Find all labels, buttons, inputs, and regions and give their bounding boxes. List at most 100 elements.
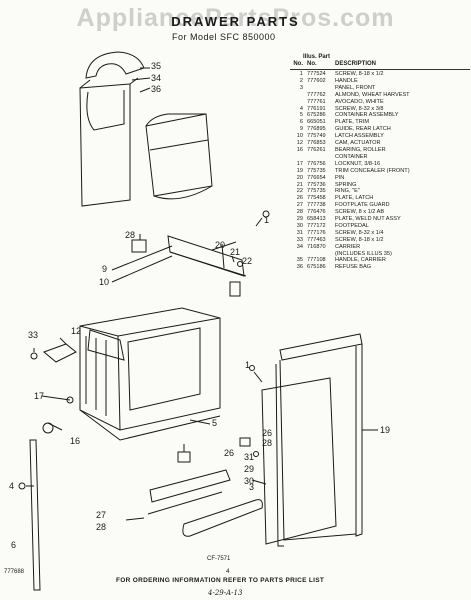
cell-description: HANDLE <box>335 77 358 84</box>
cell-part-no: 777108 <box>307 257 326 264</box>
cell-part-no: 775735 <box>307 188 326 195</box>
cell-illus-no: 34 <box>296 243 303 250</box>
callout-22: 22 <box>242 256 253 266</box>
cell-part-no <box>307 251 335 258</box>
cell-description: GUIDE, REAR LATCH <box>335 126 391 133</box>
cell-description: ALMOND, WHEAT HARVEST <box>335 91 410 98</box>
cell-part-no: 675286 <box>307 112 326 119</box>
cell-part-no: 775749 <box>307 133 326 140</box>
table-row: CONTAINER <box>290 154 470 161</box>
header-illus-no: No. <box>293 61 303 67</box>
cell-description: HANDLE, CARRIER <box>335 257 386 264</box>
cell-illus-no: 26 <box>296 195 303 202</box>
cell-illus-no: 35 <box>296 257 303 264</box>
model-subtitle: For Model SFC 850000 <box>172 32 276 42</box>
cell-description: (INCLUDES ILLUS 35) <box>335 250 392 257</box>
cell-illus-no <box>290 92 307 99</box>
callout-12: 12 <box>71 326 82 336</box>
callout-28b: 28 <box>262 438 273 448</box>
callout-31: 31 <box>244 452 255 462</box>
header-part-no: No. <box>307 61 317 67</box>
header-illus-part: Illus. Part <box>303 54 331 60</box>
callout-34: 34 <box>151 73 162 83</box>
parts-list-header: No. No. DESCRIPTION <box>290 61 470 68</box>
callout-1b: 1 <box>245 360 251 370</box>
table-row: 29 658413 PLATE, WELD NUT ASSY <box>290 216 470 223</box>
cell-part-no: 777762 <box>307 91 326 98</box>
callout-19: 19 <box>380 425 391 435</box>
callout-10: 10 <box>99 277 110 287</box>
cell-description: FOOTPLATE GUARD <box>335 202 390 209</box>
cell-illus-no: 29 <box>296 216 303 223</box>
callout-26a: 26 <box>262 428 273 438</box>
cell-illus-no <box>290 154 307 161</box>
page-number: 4 <box>226 568 230 575</box>
cell-description: PLATE, TRIM <box>335 119 369 126</box>
cell-description: AVOCADO, WHITE <box>335 98 384 105</box>
cell-illus-no: 3 <box>299 84 303 91</box>
cell-illus-no: 10 <box>296 133 303 140</box>
cell-description: CONTAINER ASSEMBLY <box>335 112 399 119</box>
cell-part-no: 776654 <box>307 174 326 181</box>
cell-description: PLATE, WELD NUT ASSY <box>335 216 401 223</box>
callout-5: 5 <box>212 418 218 428</box>
cell-part-no: 658413 <box>307 216 326 223</box>
cell-illus-no: 20 <box>296 174 303 181</box>
cell-description: SCREW, 8-32 x 3/8 <box>335 105 384 112</box>
callout-16: 16 <box>70 436 81 446</box>
cell-description: LATCH ASSEMBLY <box>335 133 384 140</box>
cell-part-no: 776895 <box>307 126 326 133</box>
cell-part-no: 776476 <box>307 209 326 216</box>
callout-1: 1 <box>264 215 270 225</box>
page-title: DRAWER PARTS <box>171 14 300 29</box>
table-row: 35 777108 HANDLE, CARRIER <box>290 257 470 264</box>
table-row: (INCLUDES ILLUS 35) <box>290 251 470 258</box>
cell-description: CAM, ACTUATOR <box>335 140 381 147</box>
cell-description: SCREW, 8-18 x 1/2 <box>335 71 384 77</box>
cell-description: CONTAINER <box>335 153 368 160</box>
cell-part-no <box>307 85 335 92</box>
cell-illus-no: 1 <box>299 71 303 77</box>
cell-illus-no: 16 <box>296 146 303 153</box>
ordering-footer: FOR ORDERING INFORMATION REFER TO PARTS … <box>116 577 325 584</box>
cell-illus-no: 31 <box>296 229 303 236</box>
cell-illus-no: 12 <box>296 140 303 147</box>
cell-illus-no: 30 <box>296 222 303 229</box>
table-row: 9 776895 GUIDE, REAR LATCH <box>290 126 470 133</box>
cell-description: LOCKNUT, 3/8-16 <box>335 160 381 167</box>
cell-part-no: 716870 <box>307 243 326 250</box>
callout-26b: 26 <box>224 448 235 458</box>
cell-illus-no: 4 <box>299 105 303 112</box>
cell-part-no: 777738 <box>307 202 326 209</box>
cell-illus-no: 6 <box>299 119 303 126</box>
cell-illus-no: 27 <box>296 202 303 209</box>
cell-illus-no: 22 <box>296 188 303 195</box>
cell-part-no: 776853 <box>307 140 326 147</box>
cell-description: SPRING <box>335 181 357 188</box>
cell-illus-no: 17 <box>296 160 303 167</box>
callout-28: 28 <box>125 230 136 240</box>
callout-9: 9 <box>102 264 108 274</box>
callout-35: 35 <box>151 61 162 71</box>
callout-33: 33 <box>28 330 39 340</box>
callout-4: 4 <box>9 481 15 491</box>
cell-part-no: 675186 <box>307 264 326 271</box>
cf-label: CF-7571 <box>207 556 231 562</box>
table-row: 10 775749 LATCH ASSEMBLY <box>290 133 470 140</box>
cell-part-no: 775735 <box>307 167 326 174</box>
callout-3: 3 <box>249 482 255 492</box>
cell-illus-no: 21 <box>296 181 303 188</box>
cell-illus-no: 9 <box>299 126 303 133</box>
